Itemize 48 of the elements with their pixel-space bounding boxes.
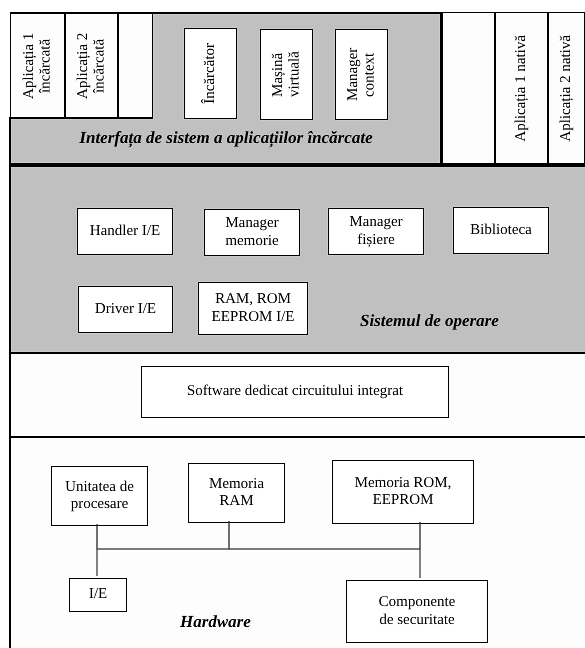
component-box bbox=[453, 207, 549, 254]
component-box bbox=[77, 208, 173, 255]
layer-title: Sistemul de operare bbox=[360, 311, 500, 331]
box-label: Memoria ROM, EEPROM bbox=[354, 474, 452, 510]
box-label: Încărcător bbox=[202, 43, 219, 104]
box-label: Componente de securitate bbox=[378, 594, 456, 629]
app-column bbox=[495, 12, 548, 165]
bus-line bbox=[419, 522, 421, 578]
box-label: Biblioteca bbox=[470, 222, 532, 240]
bus-line bbox=[96, 521, 230, 550]
box-label: Aplicația 1 nativă bbox=[513, 34, 530, 142]
box-label: Unitatea de procesare bbox=[64, 478, 135, 514]
empty-column bbox=[442, 12, 495, 165]
layer-title: Hardware bbox=[180, 612, 252, 632]
layer-title: Interfața de sistem a aplicațiilor încărcate bbox=[78, 128, 374, 148]
component-box bbox=[332, 460, 474, 524]
box-label: Aplicația 1 încărcată bbox=[21, 31, 54, 101]
module-box bbox=[335, 29, 388, 120]
app-column bbox=[548, 12, 585, 165]
box-label: Aplicația 2 încărcată bbox=[75, 31, 108, 101]
component-box bbox=[346, 580, 488, 643]
component-box bbox=[78, 286, 173, 333]
empty-column bbox=[118, 13, 153, 119]
box-label: Driver I/E bbox=[94, 300, 156, 318]
box-label: RAM, ROM EEPROM I/E bbox=[210, 291, 296, 326]
module-box bbox=[260, 29, 313, 120]
component-box bbox=[188, 463, 285, 523]
component-box bbox=[141, 366, 449, 418]
box-label: Manager fișiere bbox=[348, 214, 404, 249]
app-column bbox=[65, 13, 118, 119]
box-label: Mașină virtuală bbox=[270, 50, 303, 100]
component-box bbox=[204, 209, 300, 256]
box-label: I/E bbox=[88, 586, 108, 604]
interface-layer bbox=[10, 12, 442, 165]
bus-line bbox=[228, 521, 421, 550]
component-box bbox=[69, 578, 127, 612]
app-column bbox=[10, 13, 65, 119]
component-box bbox=[198, 282, 308, 335]
box-label: Software dedicat circuitului integrat bbox=[186, 383, 404, 401]
box-label: Manager context bbox=[345, 46, 378, 104]
component-box bbox=[51, 466, 148, 526]
box-label: Manager memorie bbox=[224, 215, 280, 250]
component-box bbox=[328, 208, 424, 255]
system-layer bbox=[10, 165, 585, 352]
module-box bbox=[184, 28, 237, 119]
box-label: Memoria RAM bbox=[208, 476, 265, 510]
box-label: Aplicația 2 nativă bbox=[558, 34, 575, 142]
box-label: Handler I/E bbox=[90, 222, 160, 240]
